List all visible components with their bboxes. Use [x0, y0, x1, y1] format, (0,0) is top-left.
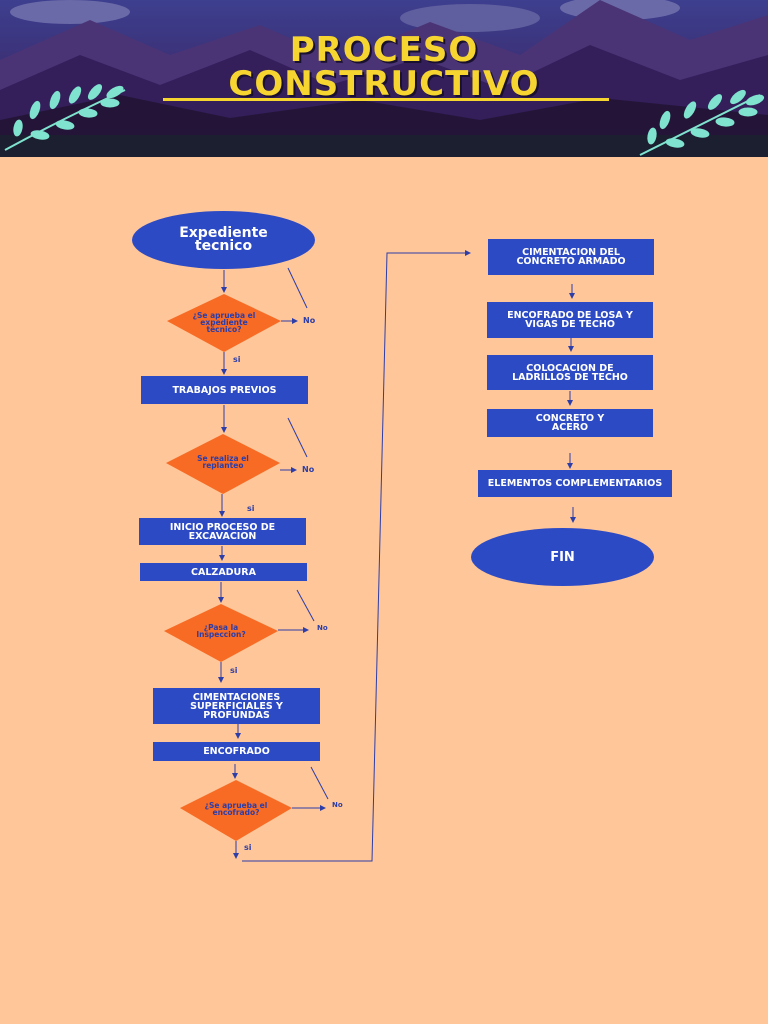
leaf-branch-left-icon	[4, 84, 126, 151]
loop-d2-no	[287, 417, 308, 458]
process-elementos-complementarios: ELEMENTOS COMPLEMENTARIOS	[478, 470, 672, 497]
start-node: Expediente tecnico	[132, 211, 315, 269]
loop-d4-no	[310, 766, 329, 800]
process-cimentacion-concreto: CIMENTACION DEL CONCRETO ARMADO	[488, 239, 654, 275]
no-label-2: No	[302, 465, 315, 474]
leaf-branch-right-icon	[639, 89, 765, 156]
decision-4-label: ¿Se aprueba el encofrado?	[204, 801, 268, 817]
header-banner: PROCESO CONSTRUCTIVO	[0, 0, 768, 157]
decision-diamond-3	[164, 604, 278, 662]
decision-2-label: Se realiza el replanteo	[197, 454, 249, 470]
loop-d3-no	[296, 589, 315, 622]
no-label-4: No	[332, 801, 343, 809]
process-calzadura: CALZADURA	[140, 563, 307, 581]
end-node: FIN	[471, 528, 654, 586]
process-colocacion-ladrillos: COLOCACION DE LADRILLOS DE TECHO	[487, 355, 653, 390]
decision-diamond-4	[180, 780, 292, 841]
process-trabajos-previos: TRABAJOS PREVIOS	[141, 376, 308, 404]
loop-d1-no	[287, 267, 308, 309]
yes-label-4: si	[244, 843, 252, 852]
process-encofrado: ENCOFRADO	[153, 742, 320, 761]
title-line-2: CONSTRUCTIVO	[228, 64, 540, 104]
end-node-label: FIN	[550, 549, 575, 565]
night-landscape-illustration	[0, 0, 768, 157]
yes-label-3: si	[230, 666, 238, 675]
decision-diamond-1	[167, 294, 281, 352]
decision-1-label: ¿Se aprueba el expediente técnico?	[192, 310, 256, 334]
no-label-1: No	[303, 316, 316, 325]
process-encofrado-losa: ENCOFRADO DE LOSA Y VIGAS DE TECHO	[487, 302, 653, 338]
title-underline	[163, 98, 609, 101]
decision-3-label: ¿Pasa la Inspeccion?	[196, 623, 246, 639]
process-concreto-acero: CONCRETO Y ACERO	[487, 409, 653, 437]
yes-label-2: si	[247, 504, 255, 513]
no-label-3: No	[317, 624, 328, 632]
process-cimentaciones: CIMENTACIONES SUPERFICIALES Y PROFUNDAS	[153, 688, 320, 724]
title-line-1: PROCESO	[289, 30, 479, 70]
process-inicio-excavacion: INICIO PROCESO DE EXCAVACION	[139, 518, 306, 545]
start-node-label: Expediente tecnico	[179, 225, 268, 254]
yes-label-1: si	[233, 355, 241, 364]
connector-to-right-column	[242, 250, 471, 862]
decision-diamond-2	[166, 434, 280, 494]
